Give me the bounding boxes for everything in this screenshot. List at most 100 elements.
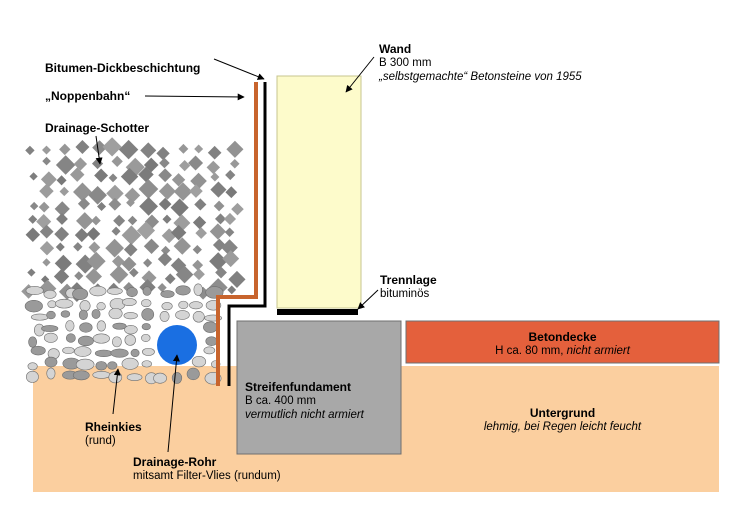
- gravel-stone: [88, 241, 101, 254]
- gravel-stone: [173, 182, 193, 201]
- gravel-stone: [215, 266, 227, 279]
- pebble: [123, 312, 138, 320]
- gravel-stone: [120, 167, 139, 186]
- fundament-title: Streifenfundament: [245, 380, 352, 394]
- gravel-stone: [91, 215, 101, 226]
- gravel-stone: [178, 143, 189, 154]
- gravel-stone: [39, 241, 55, 256]
- pebble: [43, 332, 58, 343]
- gravel-stone: [158, 168, 172, 183]
- betondecke-note-line: H ca. 80 mm, nicht armiert: [406, 344, 719, 358]
- gravel-stone: [170, 257, 187, 274]
- pebble: [65, 333, 76, 343]
- gravel-stone: [121, 225, 142, 245]
- gravel-stone: [125, 157, 145, 177]
- gravel-stone: [161, 245, 171, 256]
- pebble: [189, 301, 203, 310]
- gravel-stone: [195, 227, 207, 239]
- gravel-stone: [175, 265, 194, 284]
- gravel-stone: [190, 172, 207, 190]
- gravel-stone: [38, 201, 50, 213]
- pebble: [79, 322, 93, 333]
- gravel-stone: [206, 160, 221, 175]
- pebble: [159, 310, 170, 322]
- pebble: [142, 286, 152, 296]
- rheinkies-description: (rund): [85, 435, 116, 447]
- pebble: [95, 361, 107, 371]
- gravel-stone: [213, 200, 225, 212]
- pebble: [141, 333, 151, 342]
- pebble: [27, 362, 38, 371]
- rheinkies-title: Rheinkies: [85, 420, 142, 434]
- pebble: [25, 370, 39, 383]
- pebble: [108, 307, 123, 320]
- gravel-stone: [225, 169, 236, 181]
- concrete-slab: [405, 320, 720, 364]
- gravel-stone: [42, 258, 51, 267]
- pebble: [141, 360, 153, 368]
- gravel-stone: [39, 183, 54, 199]
- gravel-stone: [192, 259, 204, 271]
- gravel-stone: [76, 212, 94, 230]
- gravel-stone: [29, 172, 38, 181]
- rhine-pebbles: [24, 283, 224, 385]
- gravel-stone: [192, 215, 207, 230]
- pebble: [92, 333, 110, 344]
- gravel-stone: [53, 268, 70, 285]
- gravel-stone: [91, 157, 104, 170]
- gravel-stone: [225, 186, 238, 199]
- gravel-stone: [192, 244, 202, 255]
- gravel-stone: [162, 214, 172, 224]
- gravel-stone: [54, 254, 72, 273]
- gravel-stone: [121, 256, 137, 272]
- pebble: [141, 323, 151, 331]
- gravel-stone: [224, 227, 235, 237]
- separation-layer: [277, 309, 358, 315]
- bitumen-label: Bitumen-Dickbeschichtung: [45, 61, 201, 75]
- gravel-stone: [140, 142, 157, 159]
- gravel-stone: [210, 181, 227, 198]
- pebble: [160, 290, 175, 298]
- gravel-stone: [40, 171, 57, 188]
- gravel-stone: [108, 197, 122, 211]
- pebble: [178, 300, 189, 310]
- pebble: [43, 289, 57, 299]
- gravel-stone: [188, 155, 204, 171]
- bitumen-coating-line: [216, 82, 258, 386]
- gravel-stone: [108, 173, 118, 183]
- gravel-stone: [179, 160, 191, 172]
- gravel-stone: [85, 268, 102, 285]
- pebble: [175, 310, 190, 320]
- gravel-stone: [231, 202, 244, 216]
- pebble: [205, 336, 218, 346]
- gravel-stone: [97, 201, 107, 211]
- pebble: [140, 299, 152, 308]
- wand-title: Wand: [379, 42, 412, 56]
- gravel-stone: [70, 167, 85, 182]
- pebble: [109, 298, 126, 311]
- pebble: [192, 311, 205, 323]
- wand-leader: [345, 56, 375, 93]
- gravel-stone: [212, 238, 226, 252]
- pebble: [191, 356, 207, 368]
- gravel-stone: [158, 197, 172, 211]
- gravel-stone: [138, 166, 154, 183]
- gravel-stone: [227, 285, 237, 295]
- gravel-stone: [75, 254, 95, 274]
- pebble: [72, 288, 89, 300]
- gravel-stone: [158, 182, 176, 200]
- pebble: [74, 346, 92, 357]
- pebble: [78, 309, 88, 321]
- gravel-stone: [127, 215, 138, 226]
- gravel-stone: [109, 265, 129, 284]
- bitumen-leader: [213, 58, 265, 80]
- gravel-stone: [28, 214, 38, 224]
- gravel-stone: [210, 172, 220, 182]
- wand-width: B 300 mm: [379, 57, 432, 69]
- gravel-stone: [74, 271, 84, 281]
- gravel-stone: [55, 155, 76, 175]
- pebble: [126, 287, 138, 298]
- gravel-stone: [126, 198, 135, 208]
- gravel-stone: [77, 197, 91, 210]
